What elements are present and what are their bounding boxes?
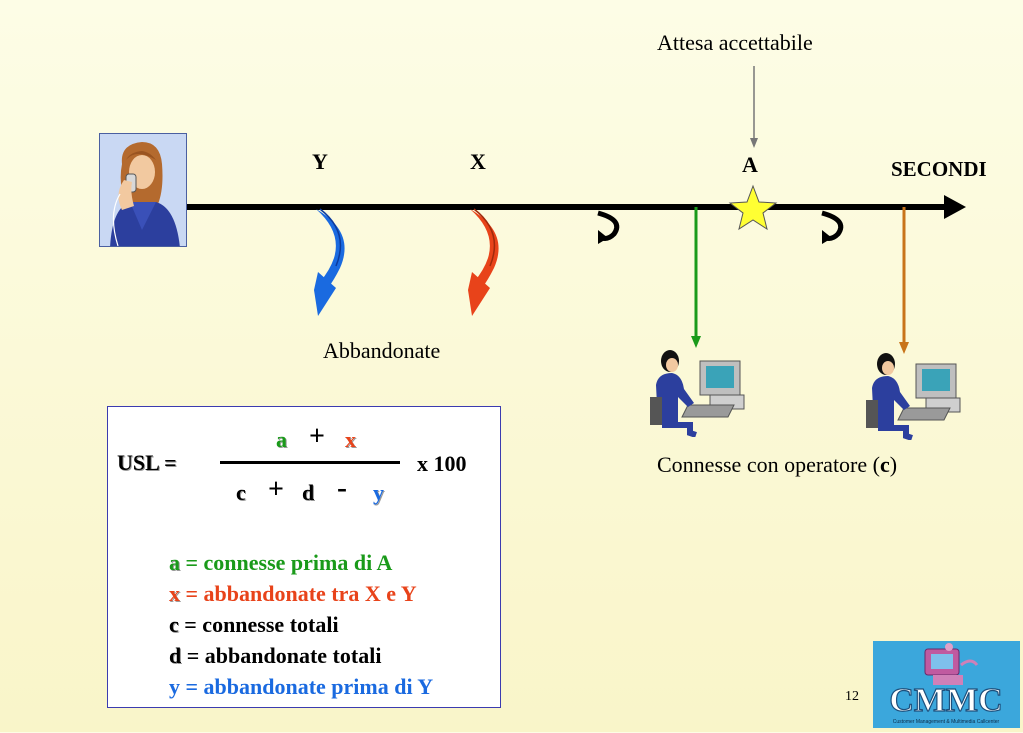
hook-arrow-1-icon [597,210,620,244]
abandoned-arrow-y-icon [314,208,345,316]
formula-multiplier: x 100 [417,451,467,476]
cmmc-logo: CMMC Customer Management & Multimedia Ca… [873,641,1020,728]
formula-den-c: c [236,480,246,505]
formula-lhs: USL = [117,450,177,475]
page-number: 12 [845,689,859,704]
connected-label: Connesse con operatore (c) [657,452,898,477]
formula-num-plus: + [309,421,325,452]
formula-box: USL = a + x x 100 c + d - y a = connesse… [107,406,501,708]
formula-den-plus: + [268,474,284,505]
axis-label: SECONDI [891,157,987,181]
legend-item-c: c = connesse totali [169,612,339,637]
logo-wordmark: CMMC [889,682,1002,719]
star-a-icon [728,184,778,231]
marker-a-label: A [742,152,758,177]
operator-1-icon [650,350,745,437]
formula-den-minus: - [337,471,347,504]
formula-den-y: y [373,480,384,505]
formula-den-d: d [302,480,315,505]
legend-item-x: x = abbandonate tra X e Y [169,581,417,606]
legend-item-d: d = abbandonate totali [169,643,382,668]
marker-x-label: X [470,149,486,174]
fraction-line [220,461,400,464]
operator-2-icon [866,353,961,440]
abandoned-arrow-x-icon [468,208,499,316]
formula-num-a: a [276,427,287,452]
logo-subtitle: Customer Management & Multimedia Callcen… [893,719,1000,725]
abandoned-label: Abbandonate [323,338,441,363]
formula-num-x: x [345,427,356,452]
caller-picture [99,133,187,247]
legend: a = connesse prima di A x = abbandonate … [169,547,433,702]
marker-y-label: Y [312,149,328,174]
acceptable-wait-label: Attesa accettabile [657,30,813,55]
timeline-arrowhead [944,195,966,219]
legend-item-a: a = connesse prima di A [169,550,393,575]
legend-item-y: y = abbandonate prima di Y [169,674,434,699]
hook-arrow-2-icon [821,210,844,244]
